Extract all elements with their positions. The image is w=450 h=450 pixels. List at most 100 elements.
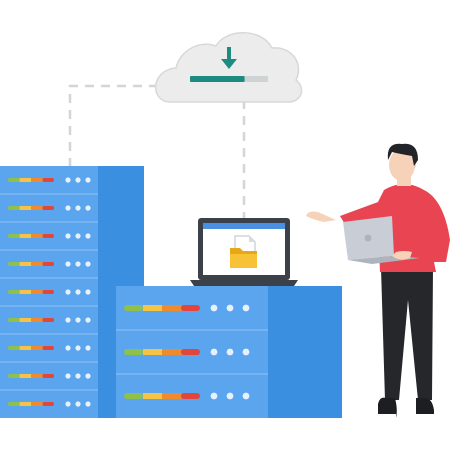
- status-bar-segment: [19, 290, 31, 294]
- status-bar-segment: [42, 234, 54, 238]
- status-bar-segment: [8, 318, 20, 322]
- led-indicator: [210, 348, 218, 356]
- folder-icon: [230, 248, 257, 268]
- led-indicator: [65, 177, 71, 183]
- led-indicator: [85, 233, 91, 239]
- led-indicator: [85, 177, 91, 183]
- status-bar-segment: [162, 393, 181, 399]
- status-bar-segment: [42, 290, 54, 294]
- status-bar-segment: [19, 262, 31, 266]
- led-indicator: [242, 304, 250, 312]
- status-bar-segment: [42, 178, 54, 182]
- led-indicator: [85, 401, 91, 407]
- server-unit: [0, 389, 98, 407]
- server-units-tall: [0, 177, 98, 407]
- led-indicator: [85, 205, 91, 211]
- server-unit: [0, 277, 98, 295]
- server-unit: [124, 304, 250, 312]
- status-bar-segment: [31, 178, 43, 182]
- status-bar-segment: [181, 393, 200, 399]
- led-indicator: [75, 177, 81, 183]
- led-indicator: [65, 289, 71, 295]
- status-bar-segment: [42, 402, 54, 406]
- status-bar-segment: [8, 402, 20, 406]
- apple-logo-icon: [364, 234, 372, 242]
- status-bar-segment: [124, 393, 143, 399]
- monitor-stand: [190, 280, 298, 286]
- status-bar-segment: [19, 346, 31, 350]
- person-shirt: [340, 184, 450, 272]
- person-hair: [387, 143, 418, 166]
- person: [306, 143, 450, 418]
- server-unit: [0, 361, 98, 379]
- led-indicator: [65, 373, 71, 379]
- led-indicator: [75, 205, 81, 211]
- status-bar-segment: [143, 305, 162, 311]
- server-unit: [0, 193, 98, 211]
- led-indicator: [210, 392, 218, 400]
- person-hand-raised: [306, 211, 336, 222]
- led-indicator: [75, 401, 81, 407]
- download-progress-fill: [190, 76, 245, 82]
- server-unit: [0, 249, 98, 267]
- led-indicator: [85, 289, 91, 295]
- server-unit: [116, 329, 268, 356]
- status-bar-segment: [42, 206, 54, 210]
- led-indicator: [75, 289, 81, 295]
- status-bar-segment: [42, 318, 54, 322]
- cloud: [154, 32, 303, 103]
- status-bar-segment: [19, 206, 31, 210]
- led-indicator: [210, 304, 218, 312]
- cloud-to-server-connector: [68, 84, 158, 168]
- led-indicator: [65, 205, 71, 211]
- status-bar-segment: [31, 346, 43, 350]
- led-indicator: [85, 317, 91, 323]
- status-bar-segment: [181, 305, 200, 311]
- status-bar-segment: [8, 346, 20, 350]
- led-indicator: [65, 317, 71, 323]
- status-bar-segment: [143, 349, 162, 355]
- led-indicator: [242, 348, 250, 356]
- led-indicator: [75, 373, 81, 379]
- led-indicator: [226, 392, 234, 400]
- status-bar-segment: [31, 318, 43, 322]
- led-indicator: [75, 233, 81, 239]
- server-unit: [0, 221, 98, 239]
- status-bar-segment: [42, 262, 54, 266]
- led-indicator: [65, 401, 71, 407]
- led-indicator: [75, 317, 81, 323]
- status-bar-segment: [124, 349, 143, 355]
- status-bar-segment: [181, 349, 200, 355]
- led-indicator: [242, 392, 250, 400]
- led-indicator: [75, 261, 81, 267]
- monitor: [190, 218, 298, 286]
- led-indicator: [85, 261, 91, 267]
- led-indicator: [65, 345, 71, 351]
- status-bar-segment: [19, 234, 31, 238]
- status-bar-segment: [8, 234, 20, 238]
- led-indicator: [65, 261, 71, 267]
- status-bar-segment: [162, 349, 181, 355]
- server-rack-short: [116, 286, 342, 418]
- status-bar-segment: [8, 206, 20, 210]
- status-bar-segment: [8, 290, 20, 294]
- status-bar-segment: [8, 374, 20, 378]
- status-bar-segment: [19, 374, 31, 378]
- server-unit: [0, 333, 98, 351]
- status-bar-segment: [162, 305, 181, 311]
- led-indicator: [85, 373, 91, 379]
- connector-lines: [68, 84, 246, 218]
- status-bar-segment: [31, 234, 43, 238]
- status-bar-segment: [124, 305, 143, 311]
- status-bar-segment: [143, 393, 162, 399]
- led-indicator: [65, 233, 71, 239]
- status-bar-segment: [19, 402, 31, 406]
- status-bar-segment: [42, 346, 54, 350]
- status-bar-segment: [8, 262, 20, 266]
- server-unit: [8, 177, 91, 183]
- status-bar-segment: [31, 206, 43, 210]
- status-bar-segment: [8, 178, 20, 182]
- status-bar-segment: [31, 262, 43, 266]
